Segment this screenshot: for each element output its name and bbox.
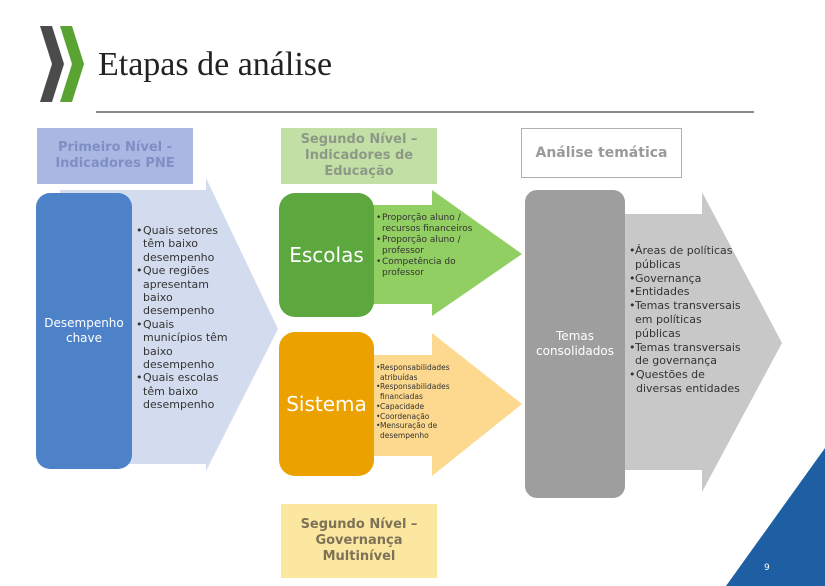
system-block: Sistema: [279, 332, 374, 476]
list-item: Entidades: [629, 285, 741, 299]
list-item: Governança: [629, 272, 741, 286]
list-item: Capacidade: [376, 402, 472, 412]
list-item: Coordenação: [376, 412, 472, 422]
thematic-analysis-label: Análise temática: [521, 128, 682, 178]
consolidated-themes-line: consolidados: [536, 344, 614, 358]
list-item: Que regiões apresentam baixo desempenho: [136, 264, 236, 318]
list-item: Temas transversais em políticas públicas: [629, 299, 741, 340]
second-level-governance-label-line: Segundo Nível –: [300, 517, 418, 532]
list-item: Quais escolas têm baixo desempenho: [136, 371, 236, 411]
second-level-governance-label-line: Governança: [315, 533, 403, 548]
page-number: 9: [764, 563, 770, 573]
key-performance-block: Desempenho chave: [36, 193, 132, 469]
slide-title: Etapas de análise: [98, 46, 333, 83]
second-level-education-label-line: Indicadores de: [304, 148, 414, 163]
consolidated-themes-list: Áreas de políticas públicas Governança E…: [629, 244, 741, 396]
list-item: Temas transversais de governança: [629, 341, 741, 369]
schools-list: Proporção aluno / recursos financeiros P…: [376, 213, 496, 279]
list-item: Competência do professor: [376, 257, 496, 279]
list-item: Áreas de políticas públicas: [629, 244, 741, 272]
list-item: Quais setores têm baixo desempenho: [136, 224, 236, 264]
second-level-education-label-line: Segundo Nível –: [300, 132, 418, 147]
list-item: Proporção aluno / recursos financeiros: [376, 213, 496, 235]
second-level-education-label-line: Educação: [324, 164, 394, 179]
first-level-label: Primeiro Nível - Indicadores PNE: [37, 128, 193, 184]
first-level-label-line: Primeiro Nível -: [57, 140, 173, 155]
system-list: Responsabilidades atribuídas Responsabil…: [376, 363, 472, 441]
oecd-chevron-logo: [40, 26, 84, 102]
list-item: Quais municípios têm baixo desempenho: [136, 318, 236, 372]
list-item: Questões de diversas entidades: [629, 368, 741, 396]
list-item: Proporção aluno / professor: [376, 235, 496, 257]
title-divider: [96, 111, 754, 113]
corner-triangle: [726, 448, 825, 586]
list-item: Responsabilidades financiadas: [376, 382, 472, 401]
list-item: Mensuração de desempenho: [376, 421, 472, 440]
list-item: Responsabilidades atribuídas: [376, 363, 472, 382]
key-performance-line: Desempenho: [44, 316, 124, 330]
first-level-label-line: Indicadores PNE: [55, 156, 175, 171]
schools-block: Escolas: [279, 193, 374, 317]
second-level-governance-label: Segundo Nível – Governança Multinível: [281, 504, 437, 578]
key-performance-list: Quais setores têm baixo desempenho Que r…: [136, 224, 236, 412]
second-level-governance-label-line: Multinível: [322, 549, 396, 564]
consolidated-themes-line: Temas: [556, 329, 594, 343]
key-performance-line: chave: [65, 331, 103, 345]
second-level-education-label: Segundo Nível – Indicadores de Educação: [281, 128, 437, 184]
consolidated-themes-block: Temas consolidados: [525, 190, 625, 498]
